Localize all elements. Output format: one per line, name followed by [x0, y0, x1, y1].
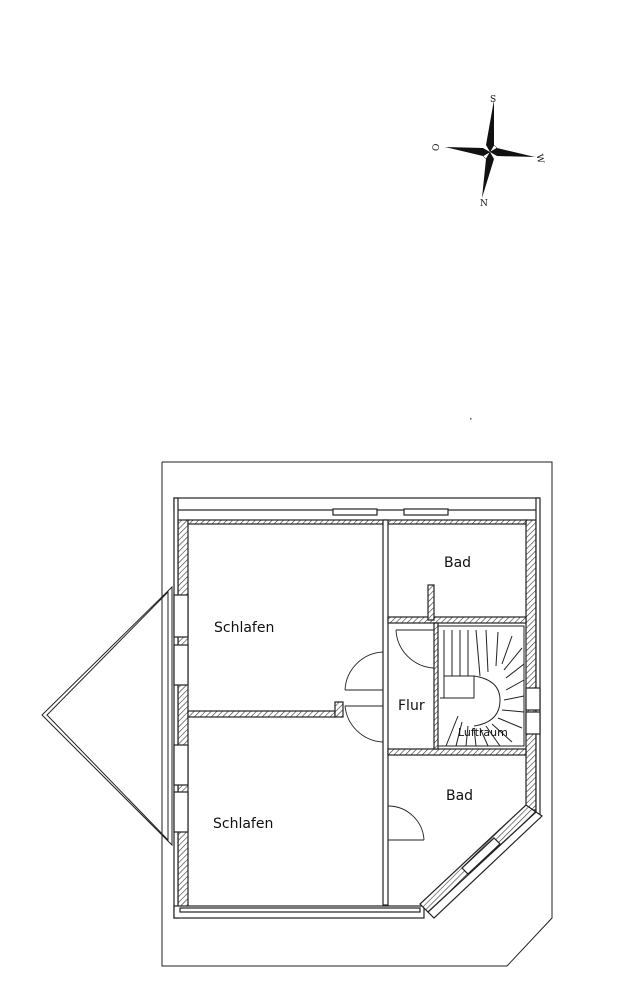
angled-window: [461, 837, 501, 875]
room-label-schlafen-top: Schlafen: [214, 620, 274, 636]
compass-needle-west: [490, 148, 535, 157]
right-windows: [525, 687, 541, 735]
room-label-luftraum: Luftraum: [458, 726, 508, 739]
room-label-bad-bottom: Bad: [446, 788, 473, 804]
compass-letter-bottom: N: [480, 199, 488, 209]
left-windows: [173, 594, 189, 833]
compass-needle-south: [482, 152, 494, 198]
room-label-flur: Flur: [398, 698, 425, 714]
compass-rose: S O W N: [431, 95, 545, 209]
property-outline: [161, 461, 553, 967]
room-label-bad-top: Bad: [444, 555, 471, 571]
room-label-schlafen-bottom: Schlafen: [213, 816, 273, 832]
compass-needle-north: [486, 100, 494, 152]
staircase: [437, 625, 525, 747]
compass-letter-right: W: [534, 153, 546, 165]
doors: [344, 629, 435, 841]
dormer-roof: [41, 585, 173, 847]
compass-needle-east: [445, 147, 490, 156]
compass-letter-top: S: [490, 95, 496, 105]
compass-letter-left: O: [431, 143, 442, 152]
interior-walls: [187, 519, 527, 906]
